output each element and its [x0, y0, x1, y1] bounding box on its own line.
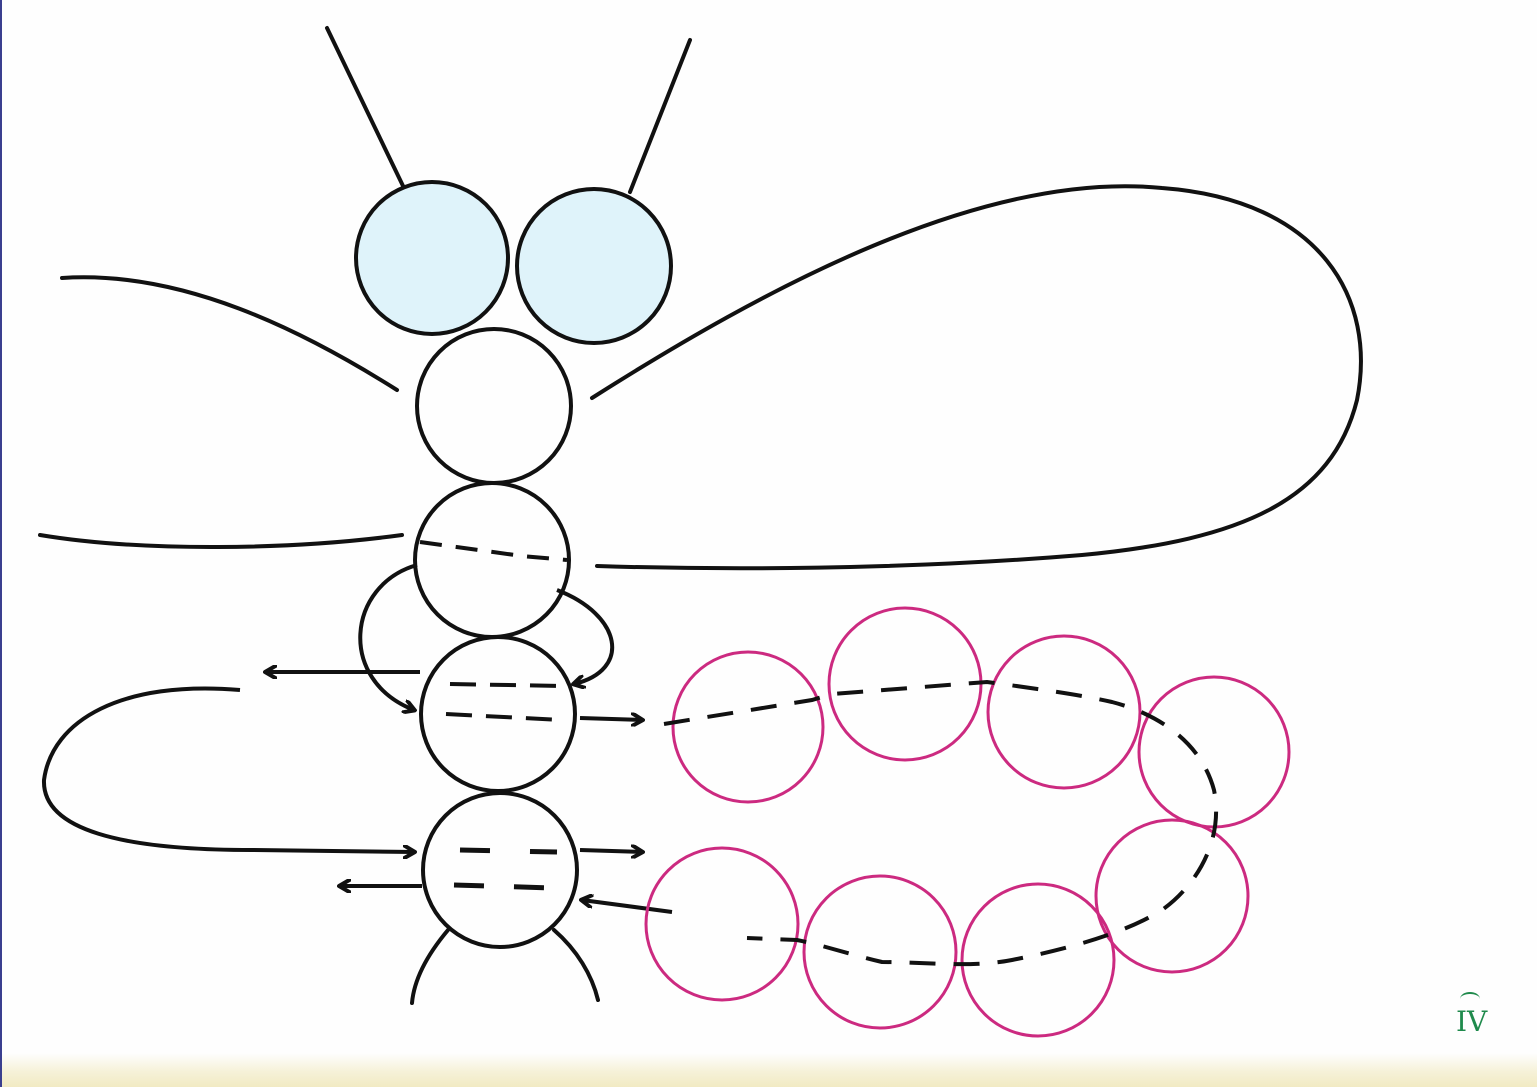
right-antenna: [630, 40, 690, 192]
thread-loop-right: [557, 590, 612, 684]
thread-dashes-bead-4-top: [460, 850, 557, 852]
thread-arrow-right-lower-out: [580, 850, 642, 852]
page-number: IV: [1456, 1008, 1487, 1036]
body-bead-4: [423, 793, 577, 947]
tail-bead-chain: [646, 608, 1289, 1036]
tail-bead-3: [988, 636, 1140, 788]
page-number-mark: [1460, 992, 1480, 1006]
tail-bead-1: [673, 652, 823, 802]
tail-bead-6: [962, 884, 1114, 1036]
tail-bead-7: [804, 876, 956, 1028]
thorax-bead: [417, 329, 571, 483]
tail-bead-4: [1139, 677, 1289, 827]
thread-loop-left: [360, 565, 417, 710]
right-eye-bead: [517, 189, 671, 343]
thread-dashes-bead-3-bottom: [446, 714, 562, 720]
tail-bead-8: [646, 848, 798, 1000]
left-antenna: [327, 28, 404, 188]
tail-bead-2: [829, 608, 981, 760]
left-lower-wing: [40, 535, 402, 547]
tail-bead-5: [1096, 820, 1248, 972]
thread-arrow-right-upper: [580, 718, 642, 720]
left-leg: [412, 930, 448, 1003]
right-wing-loop: [592, 186, 1361, 568]
thread-dashes-bead-4-bottom: [454, 885, 554, 888]
thread-arrow-right-lower-in: [582, 900, 672, 912]
thread-dashes-bead-2: [420, 542, 567, 560]
left-eye-bead: [356, 182, 508, 334]
thread-big-loop-left: [44, 688, 414, 852]
tail-thread-dashes: [664, 682, 1216, 964]
thread-dashes-bead-3-top: [450, 684, 562, 686]
body-bead-3: [421, 637, 575, 791]
right-leg: [554, 930, 598, 1000]
left-upper-wing: [62, 277, 397, 390]
